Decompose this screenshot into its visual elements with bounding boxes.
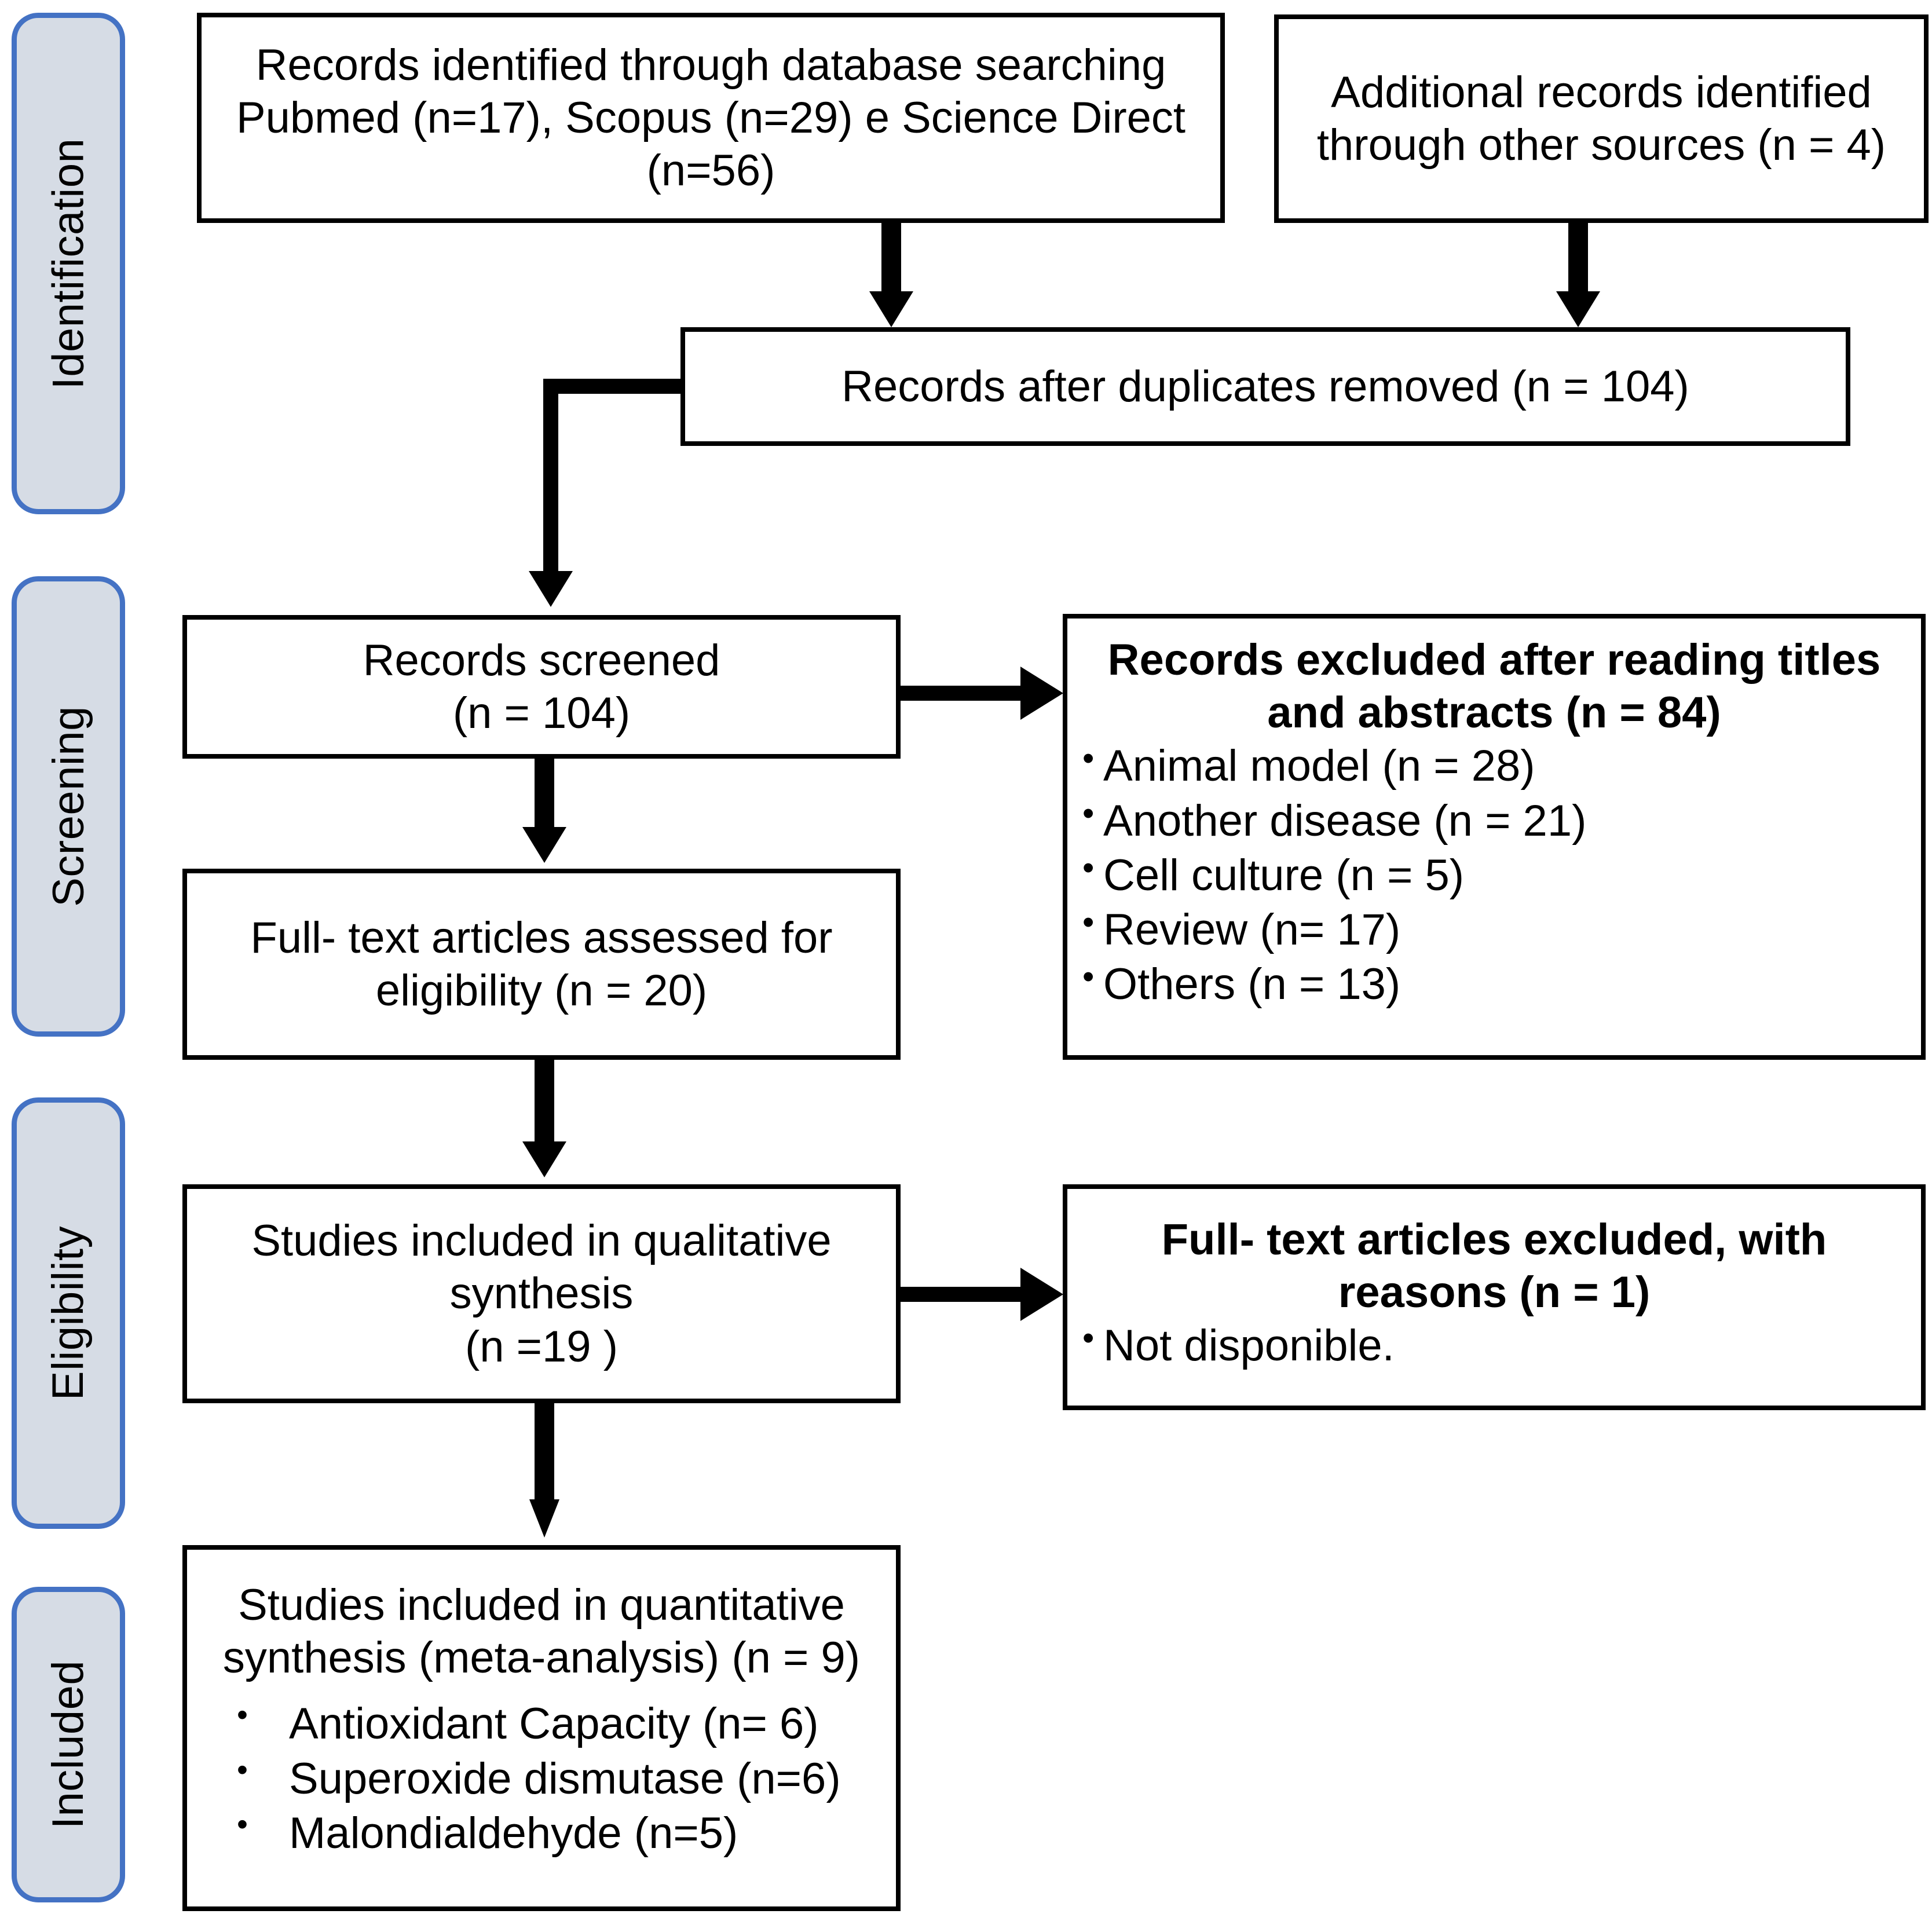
box-records-screened: Records screened (n = 104)	[182, 615, 901, 759]
box-qualitative-synthesis: Studies included in qualitative synthesi…	[182, 1184, 901, 1403]
connector-duplicates-elbow-horizontal	[543, 379, 685, 394]
stage-tab-eligibility-label: Eligibility	[43, 1225, 93, 1401]
box-fulltext-assessed-text: Full- text articles assessed for eligibi…	[250, 913, 833, 1015]
box-quantitative-synthesis: Studies included in quantitative synthes…	[182, 1545, 901, 1911]
stage-tab-screening: Screening	[12, 576, 125, 1037]
arrowhead-duplicates-to-screened	[529, 571, 573, 607]
arrowhead-database-to-duplicates	[869, 291, 913, 327]
list-item: Not disponible.	[1082, 1318, 1906, 1373]
box-database-search: Records identified through database sear…	[197, 13, 1225, 223]
connector-qualitative-to-excluded	[898, 1287, 1031, 1302]
list-item: Superoxide dismutase (n=6)	[202, 1751, 881, 1806]
stage-tab-identification: Identification	[12, 13, 125, 514]
stage-tab-identification-label: Identification	[43, 138, 93, 389]
list-item: Review (n= 17)	[1082, 902, 1906, 957]
list-item: Malondialdehyde (n=5)	[202, 1805, 881, 1861]
arrowhead-fulltext-to-qualitative	[522, 1141, 566, 1177]
arrowhead-screened-to-fulltext	[522, 827, 566, 863]
box-database-search-text: Records identified through database sear…	[236, 40, 1186, 196]
connector-other-sources-to-duplicates	[1568, 223, 1588, 294]
list-item: Cell culture (n = 5)	[1082, 847, 1906, 903]
list-item: Animal model (n = 28)	[1082, 738, 1906, 793]
stage-tab-screening-label: Screening	[43, 706, 93, 907]
arrowhead-other-sources-to-duplicates	[1556, 291, 1600, 327]
box-records-excluded-heading: Records excluded after reading titles an…	[1107, 635, 1881, 738]
arrowhead-qualitative-to-quantitative	[529, 1499, 559, 1538]
box-records-screened-text: Records screened (n = 104)	[363, 635, 720, 738]
box-duplicates-removed-text: Records after duplicates removed (n = 10…	[841, 361, 1689, 411]
records-excluded-reason-list: Animal model (n = 28) Another disease (n…	[1067, 738, 1921, 1012]
quantitative-synthesis-item-list: Antioxidant Capacity (n= 6) Superoxide d…	[187, 1696, 896, 1861]
fulltext-excluded-reason-list: Not disponible.	[1067, 1318, 1921, 1373]
stage-tab-included-label: Included	[43, 1660, 93, 1829]
list-item: Another disease (n = 21)	[1082, 793, 1906, 848]
box-fulltext-assessed: Full- text articles assessed for eligibi…	[182, 869, 901, 1060]
box-fulltext-excluded-heading: Full- text articles excluded, with reaso…	[1161, 1215, 1827, 1318]
list-item: Antioxidant Capacity (n= 6)	[202, 1696, 881, 1751]
box-fulltext-excluded: Full- text articles excluded, with reaso…	[1063, 1184, 1926, 1410]
list-item: Others (n = 13)	[1082, 956, 1906, 1012]
connector-qualitative-to-quantitative	[535, 1403, 554, 1502]
connector-screened-to-excluded	[898, 686, 1031, 701]
box-quantitative-synthesis-heading: Studies included in quantitative synthes…	[222, 1580, 861, 1683]
connector-database-to-duplicates	[881, 223, 901, 294]
stage-tab-included: Included	[12, 1587, 125, 1902]
arrowhead-screened-to-excluded	[1020, 667, 1063, 720]
box-duplicates-removed: Records after duplicates removed (n = 10…	[680, 327, 1850, 446]
connector-fulltext-to-qualitative	[535, 1060, 554, 1144]
box-records-excluded: Records excluded after reading titles an…	[1063, 614, 1926, 1060]
box-qualitative-synthesis-text: Studies included in qualitative synthesi…	[251, 1216, 832, 1371]
stage-tab-eligibility: Eligibility	[12, 1097, 125, 1529]
box-other-sources-text: Additional records identified through ot…	[1316, 67, 1886, 170]
arrowhead-qualitative-to-excluded	[1020, 1268, 1063, 1321]
box-other-sources: Additional records identified through ot…	[1274, 14, 1929, 223]
connector-screened-to-fulltext	[535, 759, 554, 829]
connector-duplicates-elbow-vertical	[543, 379, 558, 574]
